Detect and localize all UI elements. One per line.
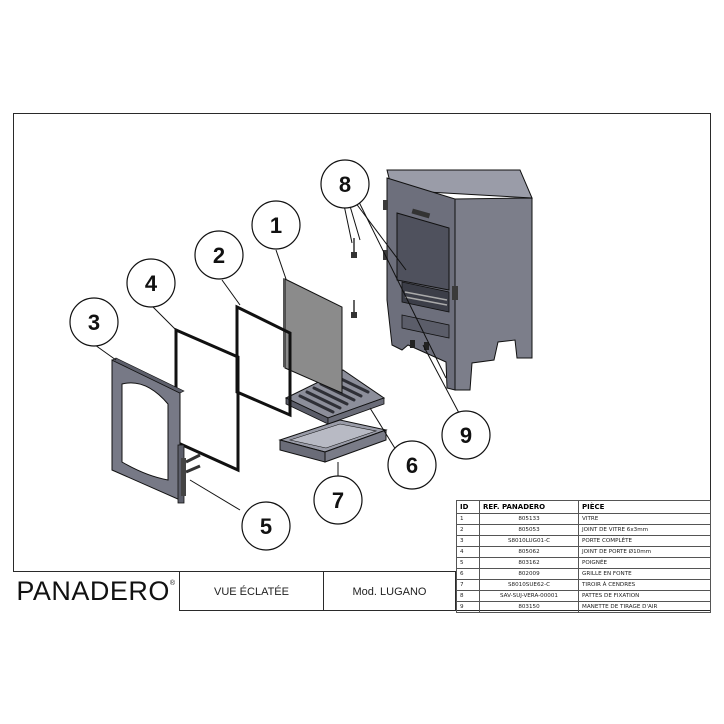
- complete-door: [111, 357, 185, 504]
- part-id: 7: [456, 579, 480, 591]
- header-ref: REF. PANADERO: [479, 500, 579, 514]
- part-description: TIROIR À CENDRES: [578, 579, 711, 591]
- callout-4-label: 4: [145, 271, 158, 296]
- part-reference: 803150: [479, 601, 579, 613]
- part-description: JOINT DE VITRE 6x3mm: [578, 524, 711, 536]
- door-glass: [283, 278, 343, 394]
- callout-2-label: 2: [213, 243, 225, 268]
- callout-8: 8: [320, 159, 370, 209]
- part-id: 3: [456, 535, 480, 547]
- callout-9: 9: [441, 410, 491, 460]
- part-description: GRILLE EN FONTE: [578, 568, 711, 580]
- part-reference: S8010LUG01-C: [479, 535, 579, 547]
- part-reference: 805062: [479, 546, 579, 558]
- part-description: VITRE: [578, 513, 711, 525]
- callout-1-label: 1: [270, 213, 282, 238]
- callout-3-label: 3: [88, 310, 100, 335]
- brand-name: PANADERO: [16, 576, 170, 606]
- view-title: VUE ÉCLATÉE: [180, 572, 324, 611]
- part-reference: S8010SUE62-C: [479, 579, 579, 591]
- header-desc: PIÈCE: [578, 500, 711, 514]
- callout-6-label: 6: [406, 453, 418, 478]
- callout-8-label: 8: [339, 172, 351, 197]
- part-reference: 805133: [479, 513, 579, 525]
- part-description: PORTE COMPLÈTE: [578, 535, 711, 547]
- brand-cell: PANADERO®: [13, 572, 180, 611]
- callout-3: 3: [69, 297, 119, 347]
- callout-7: 7: [313, 475, 363, 525]
- part-reference: 805053: [479, 524, 579, 536]
- part-id: 2: [456, 524, 480, 536]
- stove-body: [383, 169, 533, 391]
- part-reference: 803162: [479, 557, 579, 569]
- ash-drawer: [278, 419, 388, 463]
- part-description: MANETTE DE TIRAGE D'AIR: [578, 601, 711, 613]
- part-id: 1: [456, 513, 480, 525]
- model-name: Mod. LUGANO: [324, 572, 456, 611]
- callout-1: 1: [251, 200, 301, 250]
- brand-logo: PANADERO®: [16, 576, 175, 607]
- callout-5-label: 5: [260, 514, 272, 539]
- callout-7-label: 7: [332, 488, 344, 513]
- title-block: PANADERO® VUE ÉCLATÉE Mod. LUGANO: [13, 571, 456, 611]
- callout-5: 5: [241, 501, 291, 551]
- callout-2: 2: [194, 230, 244, 280]
- part-id: 8: [456, 590, 480, 602]
- callout-4: 4: [126, 258, 176, 308]
- registered-mark: ®: [169, 580, 176, 587]
- cast-iron-grate: [284, 369, 386, 425]
- glass-gasket: [235, 304, 292, 418]
- callout-6: 6: [387, 440, 437, 490]
- part-description: POIGNÉE: [578, 557, 711, 569]
- part-id: 4: [456, 546, 480, 558]
- part-description: JOINT DE PORTE Ø10mm: [578, 546, 711, 558]
- drawing-sheet-border: [13, 113, 711, 611]
- part-description: PATTES DE FIXATION: [578, 590, 711, 602]
- parts-table-header: ID REF. PANADERO PIÈCE: [456, 500, 711, 514]
- part-id: 5: [456, 557, 480, 569]
- door-gasket: [174, 327, 240, 473]
- part-reference: SAV-SUJ-VERA-00001: [479, 590, 579, 602]
- fixing-screws: [351, 238, 357, 318]
- part-id: 9: [456, 601, 480, 613]
- header-id: ID: [456, 500, 480, 514]
- door-handle: [181, 453, 201, 496]
- callout-9-label: 9: [460, 423, 472, 448]
- leader-lines: [94, 199, 460, 511]
- part-id: 6: [456, 568, 480, 580]
- part-reference: 802009: [479, 568, 579, 580]
